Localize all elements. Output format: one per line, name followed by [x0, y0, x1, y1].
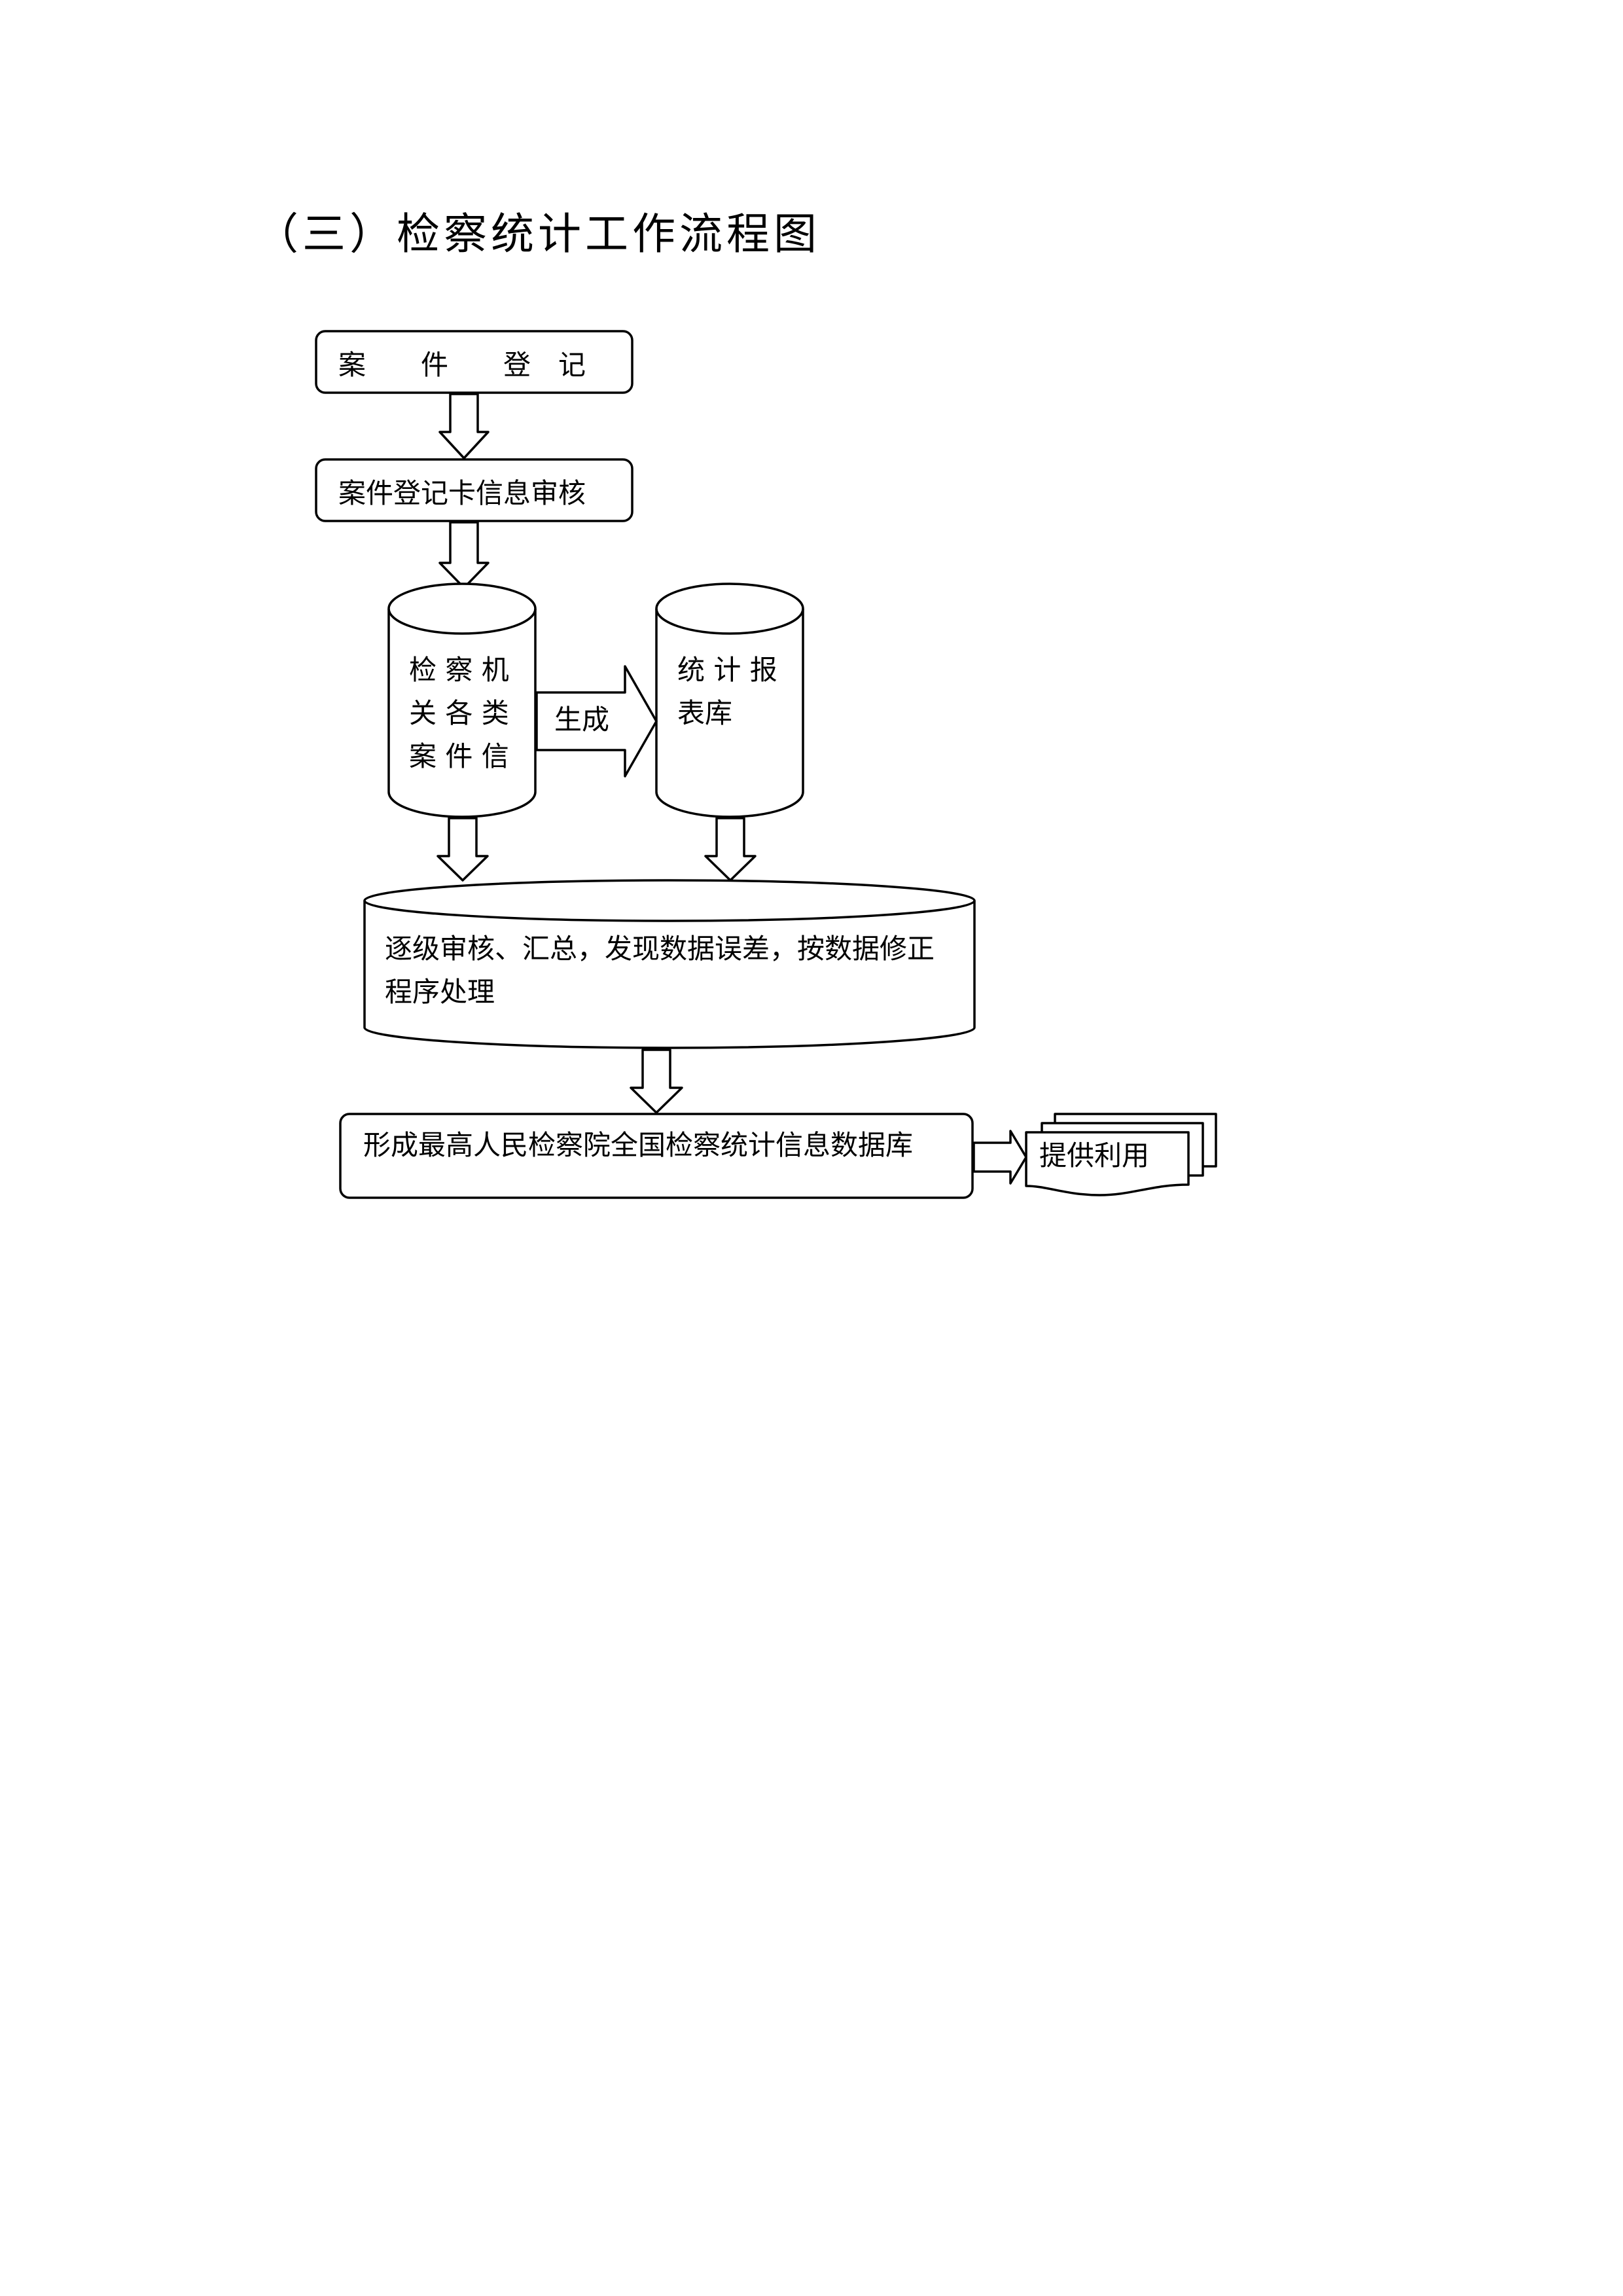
generate-arrow — [535, 665, 658, 778]
review-summary-line1: 逐级审核、汇总，发现数据误差，按数据修正 — [385, 933, 935, 965]
provide-use-label: 提供利用 — [1039, 1139, 1150, 1172]
generate-label: 生成 — [554, 704, 610, 736]
multi-document-shape — [1025, 1113, 1217, 1196]
case-registration-box — [315, 330, 633, 394]
report-database-cylinder — [655, 583, 804, 818]
review-summary-line2: 程序处理 — [385, 976, 495, 1008]
report-db-line1: 统 计 报 — [677, 654, 777, 686]
national-database-box — [339, 1113, 974, 1199]
case-registration-label: 案 件 登 记 — [338, 349, 586, 381]
down-arrow — [437, 817, 489, 882]
case-db-line1: 检 察 机 — [409, 654, 509, 686]
report-db-line2: 表库 — [677, 697, 733, 729]
case-db-line3: 案 件 信 — [409, 740, 509, 772]
case-db-line2: 关 各 类 — [409, 697, 509, 729]
case-database-cylinder — [387, 583, 537, 818]
down-arrow — [704, 817, 757, 882]
national-database-label: 形成最高人民检察院全国检察统计信息数据库 — [363, 1129, 914, 1161]
down-arrow — [438, 393, 490, 459]
page-title: （三）检察统计工作流程图 — [255, 209, 821, 259]
provide-arrow — [972, 1130, 1027, 1185]
review-summary-cylinder — [363, 879, 976, 1049]
down-arrow — [630, 1049, 683, 1114]
card-review-label: 案件登记卡信息审核 — [338, 477, 586, 509]
card-review-box — [315, 458, 633, 522]
down-arrow — [438, 521, 490, 589]
